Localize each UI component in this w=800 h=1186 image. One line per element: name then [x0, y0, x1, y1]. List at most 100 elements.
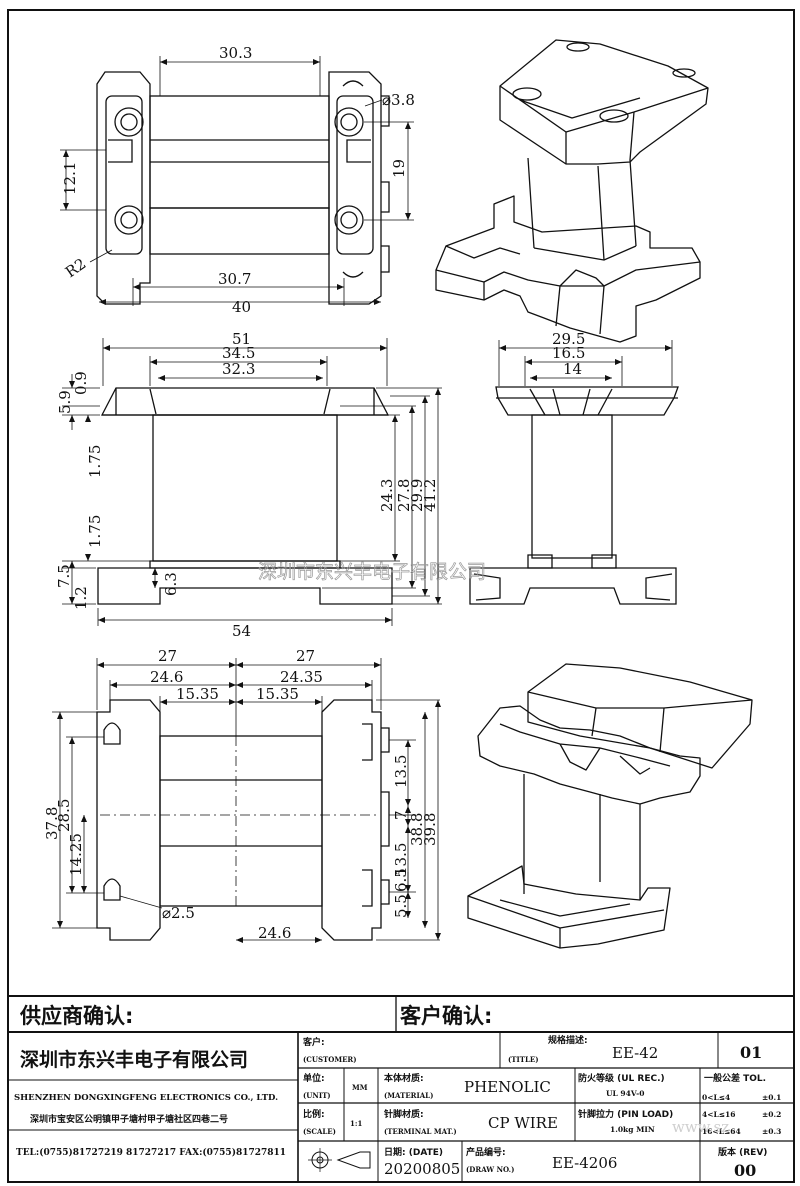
bottom-view: [96, 699, 390, 941]
tolerance-value-1: ±0.1: [762, 1093, 781, 1102]
dim-front-5-9: 5.9: [56, 390, 74, 414]
side-view-dims: [498, 340, 673, 386]
dim-front-29-9: 29.9: [408, 479, 426, 512]
material-label: 本体材质:: [384, 1072, 424, 1084]
bottom-view-labels: 27 27 24.6 24.35 15.35 15.35 37.8 28.5 1…: [43, 647, 439, 942]
dim-bottom-39-8: 39.8: [421, 813, 439, 846]
dim-side-29-5: 29.5: [552, 330, 585, 348]
dim-front-6-3: 6.3: [162, 572, 180, 596]
watermark-url: www.sz: [672, 1118, 729, 1136]
dim-bottom-27b: 27: [296, 647, 315, 665]
dim-side-14: 14: [563, 360, 582, 378]
title-value: EE-42: [612, 1044, 658, 1062]
unit-sub: (UNIT): [303, 1091, 331, 1100]
bottom-view-dims: [52, 658, 441, 943]
dim-front-24-3: 24.3: [378, 479, 396, 512]
dim-top-30-7: 30.7: [218, 270, 251, 288]
dim-front-7-5: 7.5: [55, 564, 73, 588]
top-view-dims: [60, 56, 414, 306]
dim-top-40: 40: [232, 298, 251, 316]
dim-front-1-75b: 1.75: [86, 515, 104, 548]
fire-rating-value: UL 94V-0: [606, 1089, 644, 1098]
sheet-number: 01: [740, 1043, 762, 1062]
terminal-sub: (TERMINAL MAT.): [384, 1127, 457, 1136]
revision-value: 00: [734, 1161, 756, 1180]
dim-front-51: 51: [232, 330, 251, 348]
spec-label: 规格描述:: [548, 1034, 588, 1046]
dim-front-27-8: 27.8: [395, 479, 413, 512]
dim-bottom-24-6: 24.6: [150, 668, 183, 686]
dim-front-54: 54: [232, 622, 251, 640]
unit-value: MM: [352, 1083, 368, 1092]
tolerance-range-3: 16<L≤64: [702, 1127, 741, 1136]
dim-bottom-24-6b: 24.6: [258, 924, 291, 942]
top-view: [96, 71, 390, 305]
dim-top-30-3: 30.3: [219, 44, 252, 62]
date-value: 20200805: [384, 1160, 460, 1178]
dim-top-r2: R2: [62, 255, 89, 282]
dim-bottom-5-5: 5.5: [392, 894, 410, 918]
title-block-text: 供应商确认: 客户确认: 深圳市东兴丰电子有限公司 SHENZHEN DONGX…: [14, 1004, 781, 1180]
tolerance-label: 一般公差 TOL.: [704, 1072, 766, 1084]
dim-bottom-28-5: 28.5: [55, 799, 73, 832]
draw-number-sub: (DRAW NO.): [466, 1165, 514, 1174]
supplier-confirm-label: 供应商确认:: [19, 1004, 133, 1028]
draw-number-label: 产品编号:: [466, 1146, 506, 1158]
dim-bottom-37-8: 37.8: [43, 807, 61, 840]
dim-front-0-9: 0.9: [72, 371, 90, 395]
iso-view-top: [435, 39, 709, 343]
scale-value: 1:1: [350, 1119, 362, 1128]
tolerance-value-2: ±0.2: [762, 1110, 781, 1119]
company-address: 深圳市宝安区公明镇甲子塘村甲子塘社区四巷二号: [30, 1113, 228, 1125]
iso-view-bottom: [467, 663, 753, 949]
unit-label: 单位:: [303, 1072, 325, 1084]
pin-load-value: 1.0kg MIN: [610, 1125, 655, 1134]
pin-load-label: 针脚拉力 (PIN LOAD): [578, 1108, 673, 1120]
dim-top-hole-dia: ⌀3.8: [382, 91, 415, 109]
top-view-labels: 30.3 ⌀3.8 12.1 19 R2 30.7 40: [61, 44, 415, 316]
draw-number-value: EE-4206: [552, 1154, 617, 1172]
dim-bottom-7: 7: [392, 810, 410, 820]
side-view-labels: 29.5 16.5 14: [552, 330, 585, 378]
material-sub: (MATERIAL): [384, 1091, 433, 1100]
dim-bottom-15-35b: 15.35: [256, 685, 299, 703]
terminal-value: CP WIRE: [488, 1114, 558, 1132]
title-sub: (TITLE): [508, 1055, 539, 1064]
material-value: PHENOLIC: [464, 1078, 551, 1096]
dim-bottom-13-5b: 13.5: [392, 843, 410, 876]
dim-bottom-27a: 27: [158, 647, 177, 665]
date-label: 日期: (DATE): [384, 1146, 443, 1158]
dim-bottom-15-35a: 15.35: [176, 685, 219, 703]
dim-bottom-24-35: 24.35: [280, 668, 323, 686]
company-name-en: SHENZHEN DONGXINGFENG ELECTRONICS CO., L…: [14, 1093, 278, 1103]
customer-sub: (CUSTOMER): [303, 1055, 357, 1064]
fire-rating-label: 防火等级 (UL REC.): [578, 1072, 665, 1084]
dim-front-1-2: 1.2: [72, 586, 90, 610]
tolerance-range-1: 0<L≤4: [702, 1093, 730, 1102]
dim-side-16-5: 16.5: [552, 344, 585, 362]
company-name-cn: 深圳市东兴丰电子有限公司: [20, 1048, 248, 1071]
title-block: [8, 995, 794, 1182]
front-view: [97, 387, 393, 605]
dim-bottom-14-25: 14.25: [67, 833, 85, 876]
watermark-text: 深圳市东兴丰电子有限公司: [258, 561, 486, 583]
company-phone: TEL:(0755)81727219 81727217 FAX:(0755)81…: [16, 1147, 286, 1158]
customer-label: 客户:: [302, 1036, 325, 1048]
front-view-labels: 51 34.5 32.3 5.9 0.9 1.75 1.75 24.3 27.8…: [55, 330, 439, 640]
dim-front-41-2: 41.2: [421, 479, 439, 512]
dim-front-34-5: 34.5: [222, 344, 255, 362]
tolerance-value-3: ±0.3: [762, 1127, 781, 1136]
dim-front-1-75a: 1.75: [86, 445, 104, 478]
front-view-dims: [62, 338, 442, 626]
dim-front-32-3: 32.3: [222, 360, 255, 378]
dim-bottom-hole-dia: ⌀2.5: [162, 904, 195, 922]
scale-label: 比例:: [303, 1108, 325, 1120]
scale-sub: (SCALE): [303, 1127, 336, 1136]
sheet-frame: [7, 9, 795, 1183]
revision-label: 版本 (REV): [717, 1146, 767, 1158]
dim-bottom-6-5: 6.5: [392, 868, 410, 892]
tolerance-range-2: 4<L≤16: [702, 1110, 736, 1119]
side-view: [469, 386, 679, 605]
dim-bottom-13-5a: 13.5: [392, 755, 410, 788]
dim-bottom-38-8: 38.8: [408, 813, 426, 846]
